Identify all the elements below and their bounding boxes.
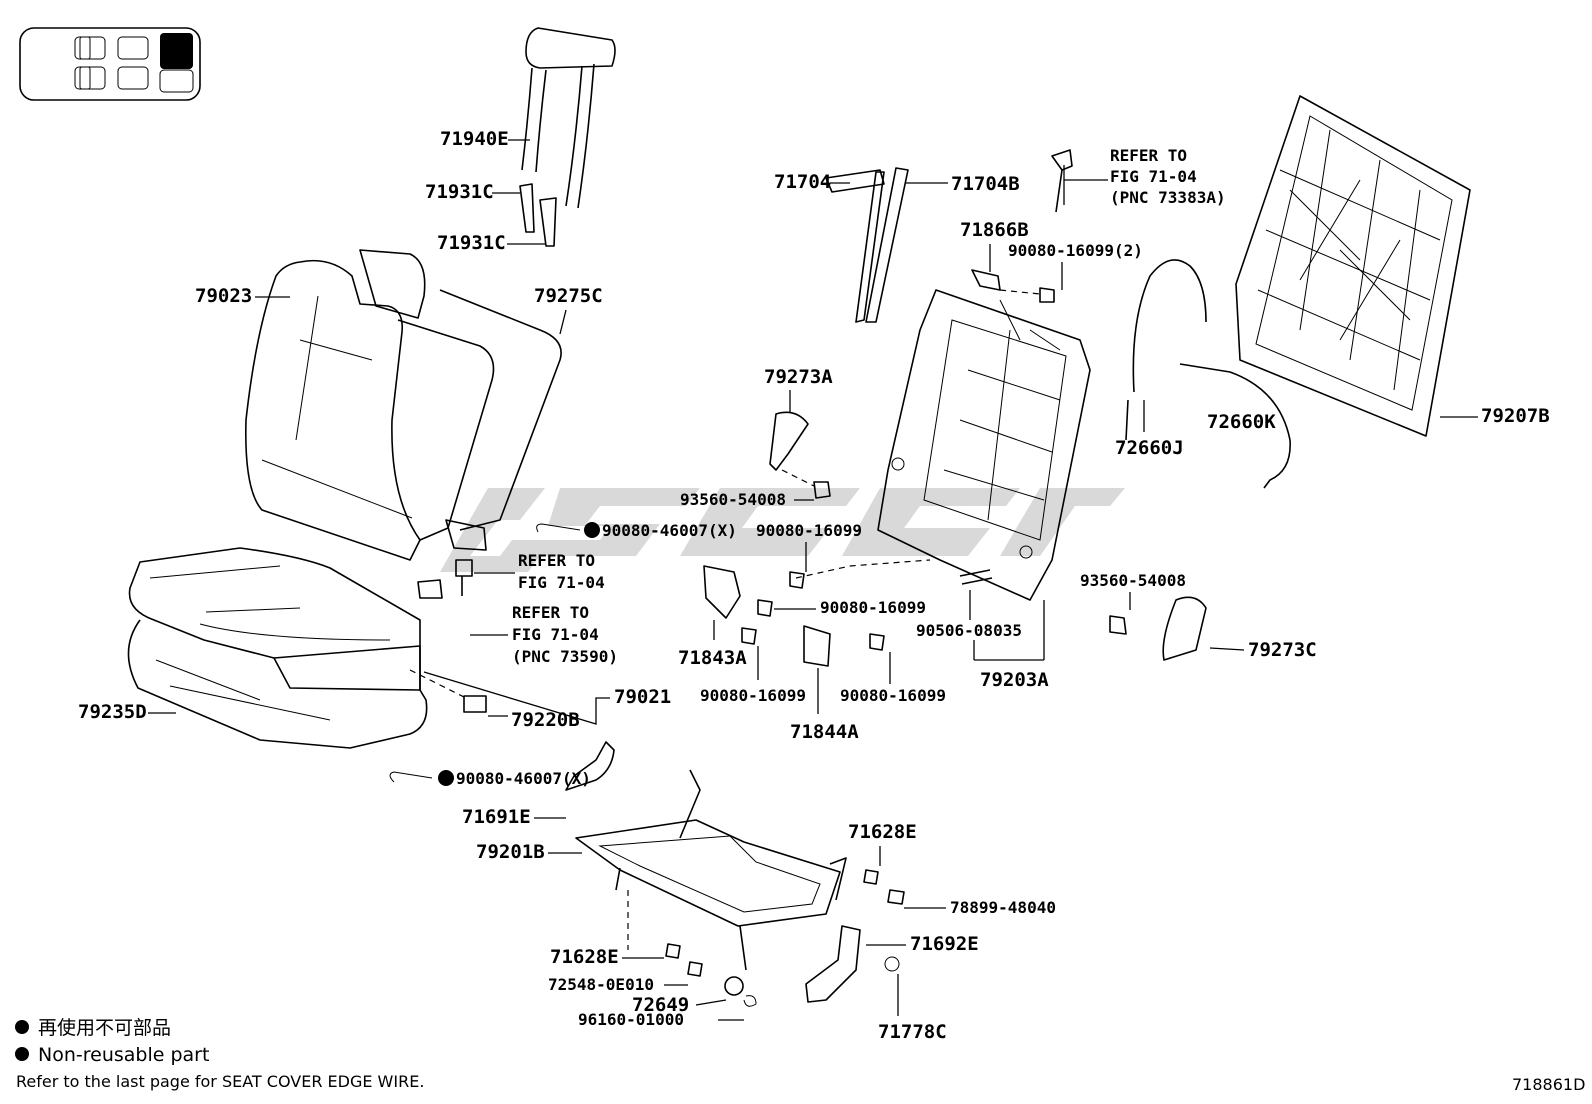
label-71931C-a: 71931C (425, 181, 494, 203)
label-71843A: 71843A (678, 647, 747, 669)
label-96160-01000: 96160-01000 (578, 1010, 684, 1029)
non-reusable-marker-b (389, 770, 454, 786)
release-cable-drawing (1125, 259, 1291, 489)
refer-c-line1: REFER TO (512, 603, 589, 622)
label-90080-46007-b: 90080-46007(X) (456, 769, 591, 788)
refer-note-b: REFER TO FIG 71-04 (474, 551, 605, 592)
legend: 再使用不可部品 Non-reusable part Refer to the l… (15, 1017, 424, 1091)
label-71940E: 71940E (440, 128, 509, 150)
refer-c-line3: (PNC 73590) (512, 647, 618, 666)
label-71866B: 71866B (960, 219, 1029, 241)
refer-c-line2: FIG 71-04 (512, 625, 599, 644)
label-90506-08035: 90506-08035 (916, 621, 1022, 640)
label-72660J: 72660J (1115, 437, 1184, 459)
label-93560-54008-a: 93560-54008 (680, 490, 786, 509)
non-reusable-marker-a (536, 522, 600, 538)
label-71704: 71704 (774, 171, 831, 193)
refer-note-c: REFER TO FIG 71-04 (PNC 73590) (470, 603, 618, 666)
label-90080-16099-b: 90080-16099 (820, 598, 926, 617)
seat-cushion-drawing (127, 547, 428, 749)
refer-a-line2: FIG 71-04 (1110, 167, 1197, 186)
watermark-logo (440, 488, 1125, 572)
label-79220B: 79220B (511, 709, 580, 731)
label-71628E-b: 71628E (550, 946, 619, 968)
small-hardware-drawing (409, 149, 1207, 713)
seatback-cover-drawing (245, 249, 562, 561)
label-90080-16099-a: 90080-16099 (756, 521, 862, 540)
label-79273A: 79273A (764, 366, 833, 388)
label-71704B: 71704B (951, 173, 1020, 195)
label-90080-16099-c: 90080-16099 (700, 686, 806, 705)
label-93560-54008-b: 93560-54008 (1080, 571, 1186, 590)
label-90080-16099-d: 90080-16099 (840, 686, 946, 705)
label-72660K: 72660K (1207, 411, 1276, 433)
edge-wire-note: Refer to the last page for SEAT COVER ED… (16, 1072, 424, 1091)
refer-b-line2: FIG 71-04 (518, 573, 605, 592)
legend-en-text: Non-reusable part (38, 1044, 209, 1066)
label-79021: 79021 (614, 686, 671, 708)
seat-position-icon (19, 27, 201, 101)
refer-a-line1: REFER TO (1110, 146, 1187, 165)
seatback-board-drawing (1235, 95, 1471, 437)
label-72548-0E010: 72548-0E010 (548, 975, 654, 994)
label-71931C-b: 71931C (437, 232, 506, 254)
part-labels: 71940E 71931C 71931C 79023 79275C 71704 … (78, 128, 1550, 1043)
legend-dot-en (15, 1047, 29, 1061)
headrest-guide-drawing (825, 167, 909, 323)
label-78899-48040: 78899-48040 (950, 898, 1056, 917)
seat-frame-drawing (565, 741, 905, 1007)
label-79235D: 79235D (78, 701, 147, 723)
label-90080-16099-2: 90080-16099(2) (1008, 241, 1143, 260)
label-79203A: 79203A (980, 669, 1049, 691)
figure-id: 718861D (1512, 1075, 1585, 1094)
label-90080-46007-a: 90080-46007(X) (602, 521, 737, 540)
label-79273C: 79273C (1248, 639, 1317, 661)
refer-note-cable: REFER TO FIG 71-04 (PNC 73383A) (1063, 146, 1226, 207)
label-79201B: 79201B (476, 841, 545, 863)
label-71691E: 71691E (462, 806, 531, 828)
label-71628E-a: 71628E (848, 821, 917, 843)
label-71778C: 71778C (878, 1021, 947, 1043)
label-79023: 79023 (195, 285, 252, 307)
label-79275C: 79275C (534, 285, 603, 307)
refer-b-line1: REFER TO (518, 551, 595, 570)
refer-a-line3: (PNC 73383A) (1110, 188, 1226, 207)
label-72649: 72649 (632, 994, 689, 1016)
legend-dot-jp (15, 1020, 29, 1034)
headrest-drawing (519, 27, 616, 247)
legend-jp-text: 再使用不可部品 (38, 1017, 171, 1039)
label-79207B: 79207B (1481, 405, 1550, 427)
label-71844A: 71844A (790, 721, 859, 743)
label-71692E: 71692E (910, 933, 979, 955)
